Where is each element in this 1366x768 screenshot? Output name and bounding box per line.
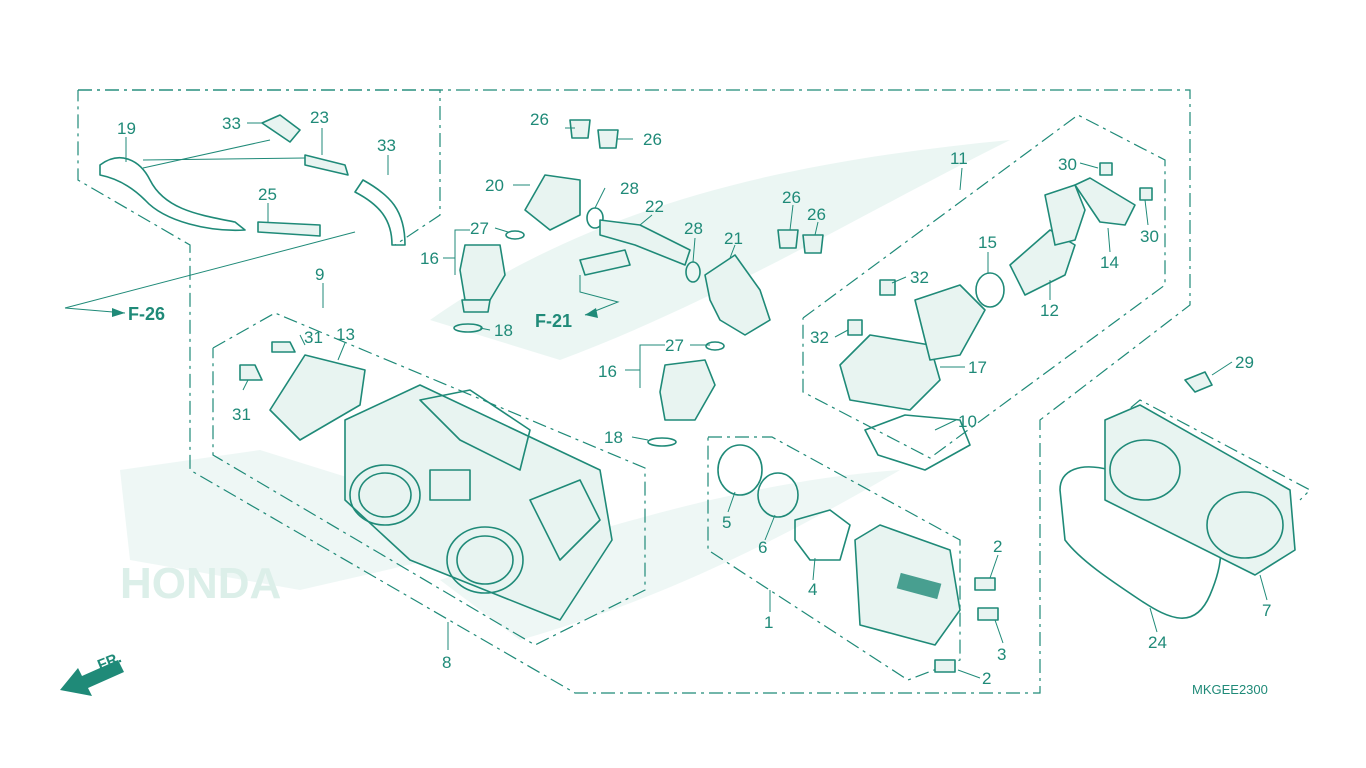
callout-16-upper: 16 [420, 249, 439, 268]
callout-32-lower: 32 [810, 328, 829, 347]
vacuum-hose-assembly [99, 114, 406, 246]
callout-18-lower: 18 [604, 428, 623, 447]
callout-31-lower: 31 [232, 405, 251, 424]
callout-2-lower: 2 [982, 669, 991, 688]
callout-3: 3 [997, 645, 1006, 664]
callout-8: 8 [442, 653, 451, 672]
f26-reference-arrow: F-26 [64, 231, 356, 324]
callout-20: 20 [485, 176, 504, 195]
side-cover-assembly [1059, 371, 1296, 619]
callout-26-c: 26 [782, 188, 801, 207]
callout-22: 22 [645, 197, 664, 216]
f26-ref-label: F-26 [128, 304, 165, 324]
callout-26-b: 26 [643, 130, 662, 149]
leader-lines [125, 122, 1268, 679]
bracket-assembly [239, 341, 366, 441]
callout-29: 29 [1235, 353, 1254, 372]
f21-reference-arrow: F-21 [535, 275, 620, 331]
callout-15: 15 [978, 233, 997, 252]
callout-19: 19 [117, 119, 136, 138]
callout-30-right: 30 [1140, 227, 1159, 246]
callout-31-upper: 31 [304, 328, 323, 347]
gasket-and-module-assembly [717, 444, 999, 673]
callout-28-upper: 28 [620, 179, 639, 198]
callout-1: 1 [764, 613, 773, 632]
fr-arrow-icon [60, 660, 124, 696]
callout-17: 17 [968, 358, 987, 377]
callout-26-a: 26 [530, 110, 549, 129]
callout-7: 7 [1262, 601, 1271, 620]
callout-11: 11 [950, 149, 968, 168]
injector-lower [647, 341, 725, 447]
callout-24: 24 [1148, 633, 1167, 652]
callout-18-upper: 18 [494, 321, 513, 340]
callout-33-left: 33 [222, 114, 241, 133]
callout-28-lower: 28 [684, 219, 703, 238]
callout-14: 14 [1100, 253, 1119, 272]
sensor-assembly [839, 162, 1153, 471]
callout-23: 23 [310, 108, 329, 127]
callout-33-right: 33 [377, 136, 396, 155]
callout-9: 9 [315, 265, 324, 284]
honda-watermark-text: HONDA [120, 559, 281, 608]
callout-30-upper: 30 [1058, 155, 1077, 174]
throttle-body [344, 384, 613, 621]
callout-labels: 19 33 23 33 25 9 31 13 31 8 20 16 27 18 … [117, 108, 1271, 688]
callout-21: 21 [724, 229, 743, 248]
callout-5: 5 [722, 513, 731, 532]
f21-ref-label: F-21 [535, 311, 572, 331]
callout-32-upper: 32 [910, 268, 929, 287]
callout-27-lower: 27 [665, 336, 684, 355]
callout-13: 13 [336, 325, 355, 344]
injector-upper [453, 230, 525, 333]
callout-10: 10 [958, 412, 977, 431]
callout-6: 6 [758, 538, 767, 557]
front-direction-arrow: FR. [60, 649, 124, 696]
callout-12: 12 [1040, 301, 1059, 320]
callout-16-lower: 16 [598, 362, 617, 381]
callout-26-d: 26 [807, 205, 826, 224]
callout-25: 25 [258, 185, 277, 204]
diagram-code: MKGEE2300 [1192, 682, 1268, 697]
callout-27-upper: 27 [470, 219, 489, 238]
callout-2-upper: 2 [993, 537, 1002, 556]
callout-4: 4 [808, 580, 817, 599]
